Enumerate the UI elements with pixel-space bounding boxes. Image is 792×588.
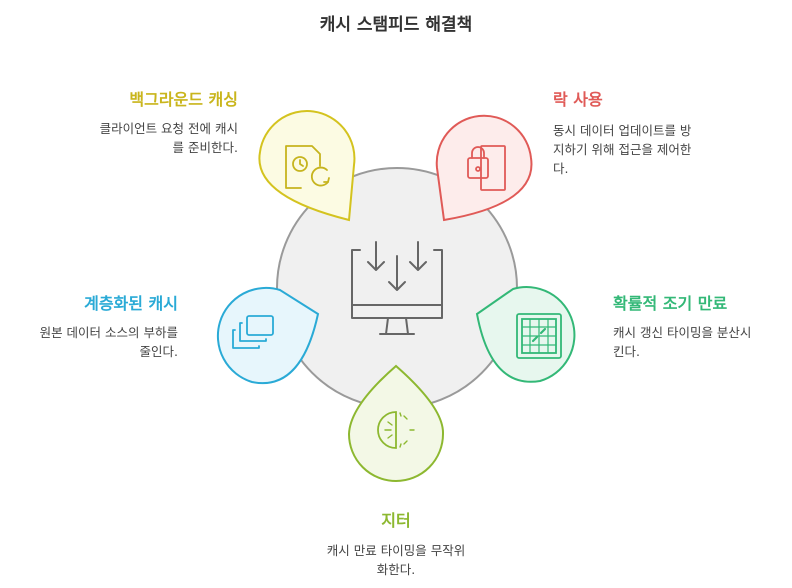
- lock-usage-node: [435, 114, 533, 222]
- description-line: 화한다.: [376, 562, 416, 577]
- diagram-title: 캐시 스탬피드 해결책: [319, 15, 473, 35]
- file-refresh-icon: [285, 145, 330, 189]
- probabilistic-early-expiry-description: 캐시 갱신 타이밍을 분산시 킨다.: [613, 323, 785, 361]
- description-line: 지하기 위해 접근을 제어한: [553, 142, 692, 157]
- board-icon: [516, 313, 562, 359]
- lock-usage-heading: 락 사용: [553, 90, 603, 109]
- layers-icon: [232, 315, 274, 349]
- background-caching-node: [258, 110, 356, 222]
- jitter-node: [347, 364, 445, 482]
- half-circle-icon: [377, 411, 415, 449]
- monitor-download-icon: [351, 241, 443, 335]
- jitter-heading: 지터: [381, 511, 411, 530]
- probabilistic-early-expiry-heading: 확률적 조기 만료: [613, 294, 728, 313]
- description-line: 원본 데이터 소스의 부하를: [39, 325, 178, 340]
- description-line: 캐시 갱신 타이밍을 분산시: [613, 325, 752, 340]
- description-line: 클라이언트 요청 전에 캐시: [99, 121, 238, 136]
- hierarchical-cache-heading: 계층화된 캐시: [84, 294, 178, 313]
- description-line: 줄인다.: [139, 344, 178, 359]
- description-line: 캐시 만료 타이밍을 무작위: [326, 543, 466, 558]
- hierarchical-cache-node: [216, 286, 320, 385]
- description-line: 를 준비한다.: [172, 140, 238, 155]
- probabilistic-early-expiry-node: [475, 286, 576, 383]
- description-line: 동시 데이터 업데이트를 방: [553, 123, 692, 138]
- background-caching-description: 클라이언트 요청 전에 캐시 를 준비한다.: [40, 119, 238, 157]
- lock-icon: [467, 145, 506, 191]
- jitter-description: 캐시 만료 타이밍을 무작위 화한다.: [296, 541, 496, 579]
- description-line: 킨다.: [613, 344, 640, 359]
- description-line: 다.: [553, 161, 569, 176]
- lock-usage-description: 동시 데이터 업데이트를 방 지하기 위해 접근을 제어한 다.: [553, 121, 773, 178]
- background-caching-heading: 백그라운드 캐싱: [129, 90, 238, 109]
- hierarchical-cache-description: 원본 데이터 소스의 부하를 줄인다.: [10, 323, 178, 361]
